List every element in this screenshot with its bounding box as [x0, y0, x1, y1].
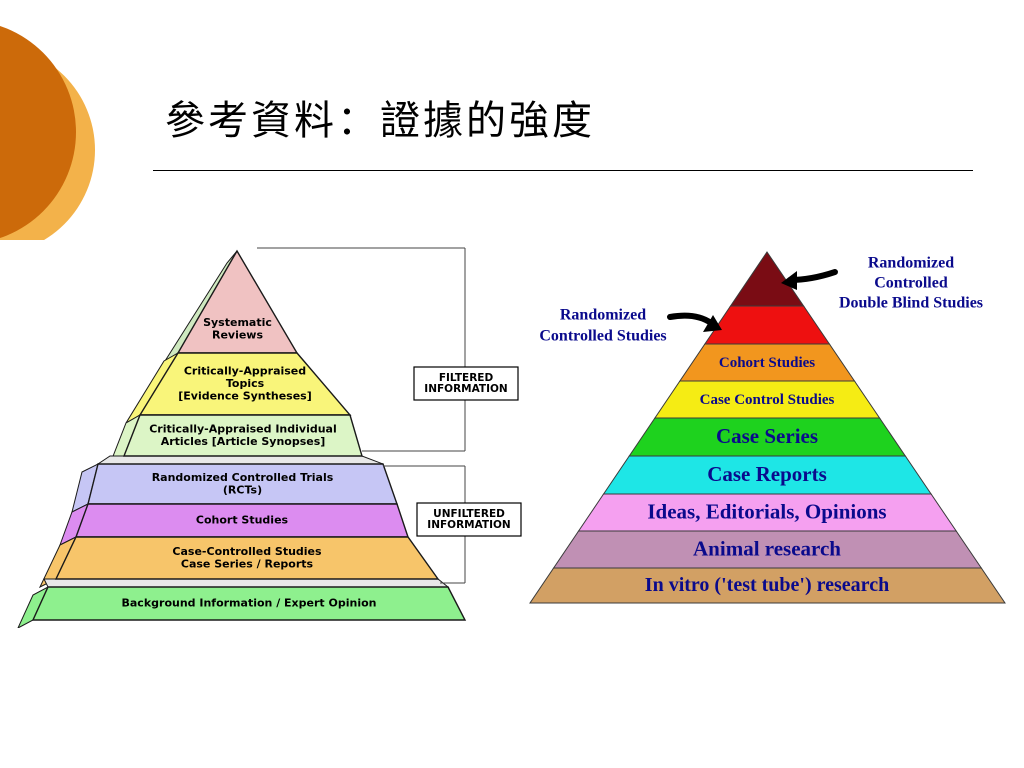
left-pyramid-label-3: Critically-Appraised Individual [149, 422, 337, 435]
left-pyramid-label-4: Randomized Controlled Trials [152, 471, 334, 484]
left-evidence-pyramid: SystematicReviewsCritically-AppraisedTop… [17, 247, 522, 628]
right-pyramid-label-5: Case Series [716, 424, 818, 448]
right-pyramid-level-2 [703, 305, 831, 345]
arrow-to-rct-head [703, 315, 722, 332]
right-pyramid-label-3: Cohort Studies [719, 355, 815, 371]
annotation-rct: Controlled Studies [539, 328, 666, 345]
left-pyramid-label-2: Critically-Appraised [184, 365, 306, 378]
left-pyramid-label-6: Case Series / Reports [181, 557, 314, 570]
left-pyramid-label-1: Reviews [212, 328, 263, 341]
annotation-double-blind: Randomized [868, 255, 954, 272]
unfiltered-information-box [416, 502, 522, 537]
left-pyramid-level-3 [122, 414, 363, 457]
right-pyramid-label-4: Case Control Studies [700, 392, 835, 408]
annotation-double-blind: Controlled [874, 275, 948, 292]
filtered-information-label: INFORMATION [424, 383, 507, 395]
arrow-to-apex-head [781, 271, 797, 290]
corner-circle-dark [0, 25, 76, 239]
right-pyramid-label-8: Animal research [693, 536, 841, 560]
right-pyramid-label-7: Ideas, Editorials, Opinions [647, 499, 886, 523]
unfiltered-information-label: UNFILTERED [433, 508, 505, 520]
title-divider [153, 170, 973, 171]
left-pyramid-level-6 [54, 536, 440, 580]
left-pyramid-label-3: Articles [Article Synopses] [161, 435, 326, 448]
left-pyramid-level-7 [31, 586, 467, 621]
decorative-corner [0, 25, 95, 240]
annotation-double-blind: Double Blind Studies [839, 295, 983, 312]
left-pyramid-label-5: Cohort Studies [196, 514, 289, 527]
arrow-to-rct [667, 312, 714, 326]
left-pyramid-label-2: Topics [226, 377, 265, 390]
annotation-rct: Randomized [560, 307, 646, 324]
left-pyramid-label-6: Case-Controlled Studies [172, 545, 322, 558]
left-pyramid-label-4: (RCTs) [223, 483, 262, 496]
left-pyramid-step-upper [96, 455, 384, 465]
left-pyramid-label-1: Systematic [203, 316, 272, 329]
page-title: 參考資料：證據的強度 [165, 98, 595, 144]
right-pyramid-level-9 [529, 567, 1006, 604]
right-pyramid-label-9: In vitro ('test tube') research [645, 574, 889, 596]
unfiltered-information-label: INFORMATION [427, 519, 510, 531]
right-pyramid-label-6: Case Reports [707, 462, 827, 486]
left-pyramid-label-2: [Evidence Syntheses] [178, 390, 312, 403]
left-pyramid-label-7: Background Information / Expert Opinion [122, 597, 377, 610]
left-pyramid-step-lower [43, 578, 450, 588]
filtered-information-box [413, 366, 519, 401]
filtered-information-label: FILTERED [439, 372, 494, 384]
